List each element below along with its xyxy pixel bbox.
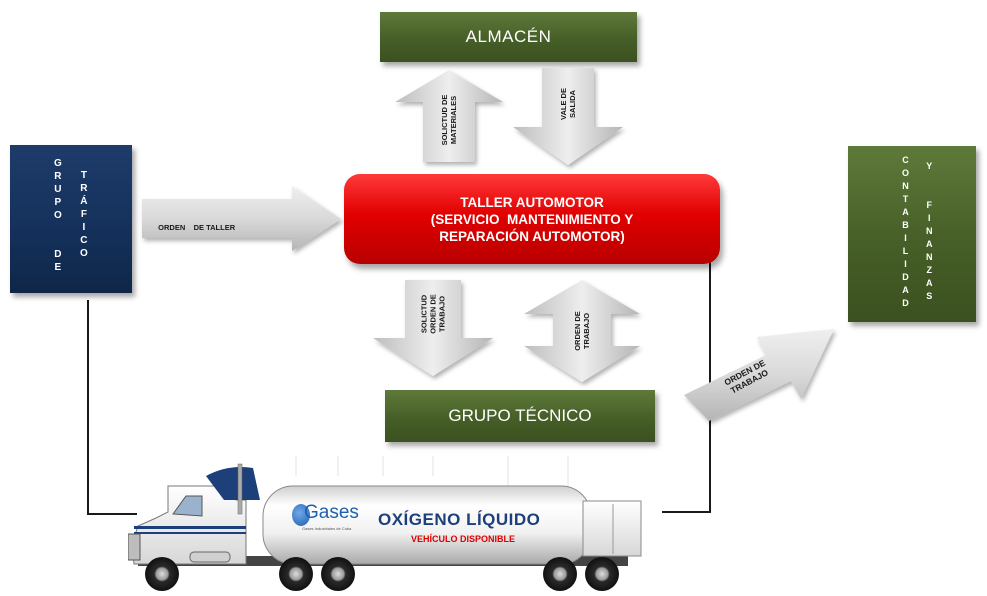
- tank-rear-cabinet: [582, 500, 642, 557]
- label-line: SALIDA: [568, 90, 577, 118]
- contabilidad-col1: C O N T A B I L I D A D: [902, 154, 909, 310]
- label-line: SOLICTUD: [419, 294, 429, 334]
- label-line: SOLICTUD DE: [440, 94, 449, 146]
- letter: Z: [926, 265, 933, 275]
- letter: P: [54, 197, 62, 208]
- vehiculo-disponible-badge: VEHÍCULO DISPONIBLE: [411, 534, 516, 544]
- truck-product-label: OXÍGENO LÍQUIDO: [378, 510, 541, 529]
- letter: N: [926, 252, 933, 262]
- label-line: ORDEN DE: [573, 311, 582, 351]
- arrow-orden-trabajo-bidireccional: [524, 280, 640, 382]
- label-solicitud-materiales: SOLICTUD DE MATERIALES: [440, 95, 458, 146]
- arrow-orden-taller: [142, 186, 341, 251]
- letter: E: [54, 262, 62, 273]
- grupo-trafico-col1: G R U P O D E: [54, 157, 62, 274]
- arrow-solicitud-materiales: [395, 70, 503, 162]
- label-line: TRABAJO: [437, 295, 447, 333]
- letter: O: [902, 168, 910, 178]
- letter: D: [902, 272, 909, 282]
- letter: F: [926, 200, 933, 210]
- letter: I: [904, 233, 907, 243]
- letter: O: [80, 248, 88, 259]
- letter: L: [902, 246, 909, 256]
- letter: Y: [926, 161, 933, 171]
- letter: G: [54, 158, 62, 169]
- taller-title: TALLER AUTOMOTOR: [460, 194, 604, 210]
- letter: R: [80, 183, 88, 194]
- almacen-label: ALMACÉN: [465, 27, 552, 46]
- letter: A: [902, 207, 909, 217]
- letter: U: [54, 184, 62, 195]
- letter: O: [54, 210, 62, 221]
- label-line: VALE DE: [559, 88, 568, 120]
- grupo-tecnico-box: GRUPO TÉCNICO: [385, 390, 655, 442]
- label-line: MATERIALES: [449, 95, 458, 145]
- letter: T: [902, 194, 909, 204]
- grupo-trafico-col2: T R Á F I C O: [80, 169, 88, 260]
- letter: A: [926, 239, 933, 249]
- label-line: ORDEN DE TALLER: [158, 223, 236, 232]
- label-solicitud-orden-trabajo: SOLICTUD ORDEN DE TRABAJO: [420, 294, 447, 334]
- label-orden-taller: ORDEN DE TALLER: [154, 214, 235, 232]
- taller-line2: (SERVICIO MANTENIMIENTO Y: [430, 211, 634, 227]
- label-vale-salida: VALE DE SALIDA: [559, 88, 577, 120]
- arrow-vale-salida: [513, 68, 623, 165]
- label-line: ORDEN DE: [428, 294, 438, 334]
- letter: D: [902, 298, 909, 308]
- letter: I: [904, 259, 907, 269]
- letter: A: [926, 278, 933, 288]
- connector-trafico-down: [87, 300, 89, 515]
- letter: C: [902, 155, 909, 165]
- letter: N: [902, 181, 909, 191]
- truck-illustration: [128, 456, 642, 591]
- gases-logo-subtext: Gases Industriales de Cuba: [302, 526, 352, 531]
- background-poles: [295, 456, 569, 486]
- letter: R: [54, 171, 62, 182]
- connector-truck-right: [662, 511, 711, 513]
- exhaust-stack: [237, 463, 243, 515]
- grupo-trafico-box: G R U P O D E T R Á F I C O: [10, 145, 132, 293]
- taller-line3: REPARACIÓN AUTOMOTOR): [439, 228, 625, 244]
- letter: Á: [80, 196, 88, 207]
- letter: C: [80, 235, 88, 246]
- letter: T: [80, 170, 87, 181]
- label-orden-trabajo-bidireccional: ORDEN DE TRABAJO: [573, 311, 591, 351]
- gases-logo-text: Gases: [304, 502, 359, 523]
- letter: S: [926, 291, 933, 301]
- contabilidad-col2: Y F I N A N Z A S: [926, 160, 933, 303]
- label-line: TRABAJO: [582, 312, 591, 350]
- contabilidad-box: C O N T A B I L I D A D Y F I N A N Z A …: [848, 146, 976, 322]
- letter: A: [902, 285, 909, 295]
- grille: [128, 533, 141, 561]
- letter: I: [927, 213, 931, 223]
- wheels: [145, 557, 619, 591]
- letter: I: [82, 222, 86, 233]
- gases-logo-mark: [292, 504, 310, 526]
- cab-window: [172, 495, 203, 517]
- arrow-orden-trabajo-contabilidad: [684, 329, 834, 421]
- letter: N: [926, 226, 933, 236]
- connector-trafico-truck: [87, 513, 137, 515]
- almacen-box: ALMACÉN: [380, 12, 637, 62]
- arrow-solicitud-orden-trabajo: [373, 280, 493, 376]
- gases-logo: Gases Gases Industriales de Cuba: [292, 502, 359, 534]
- letter: B: [902, 220, 909, 230]
- letter: F: [80, 209, 87, 220]
- letter: D: [54, 249, 62, 260]
- cab-roof: [206, 467, 260, 500]
- grupo-tecnico-label: GRUPO TÉCNICO: [448, 406, 592, 425]
- taller-automotor-box: TALLER AUTOMOTOR (SERVICIO MANTENIMIENTO…: [344, 174, 720, 264]
